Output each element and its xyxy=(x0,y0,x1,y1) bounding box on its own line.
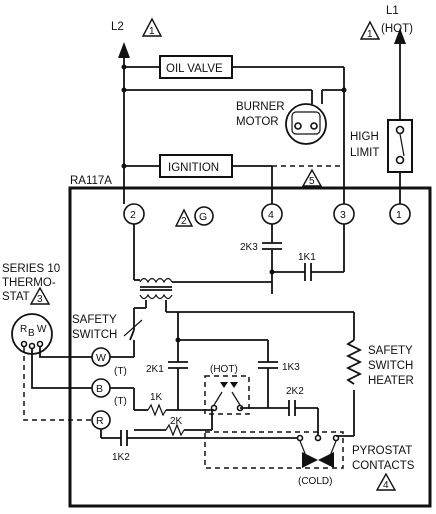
ignition-label: IGNITION xyxy=(168,162,219,174)
2k3-label: 2K3 xyxy=(240,242,258,253)
note-5-triangle-icon xyxy=(301,168,323,187)
note-1-left: 1 xyxy=(149,26,155,37)
terminal-w-t: (T) xyxy=(114,366,127,377)
hot-contact-label: (HOT) xyxy=(210,364,238,375)
note-4: 4 xyxy=(383,480,389,491)
heater-label-3: HEATER xyxy=(368,375,414,387)
high-limit-blade xyxy=(399,133,405,157)
1k1-label: 1K1 xyxy=(298,252,316,263)
ignition-junction-l2 xyxy=(121,163,127,169)
1k2-label: 1K2 xyxy=(112,452,130,463)
thermostat-b-wire xyxy=(31,349,92,389)
note-1-right: 1 xyxy=(367,29,373,40)
cold-contact-arrow-right-icon xyxy=(318,452,334,468)
terminal-4-label: 4 xyxy=(268,209,274,221)
model-label: RA117A xyxy=(70,175,112,187)
transformer-secondary-icon xyxy=(139,293,173,300)
terminal-b-label: B xyxy=(96,383,103,395)
l2-label: L2 xyxy=(111,21,124,33)
motor-terminal-a xyxy=(294,122,302,130)
hot-contact-blade-right xyxy=(231,391,241,406)
note-3: 3 xyxy=(37,294,43,305)
l1-hot-label: (HOT) xyxy=(381,23,413,35)
thermostat-label-1: SERIES 10 xyxy=(2,263,60,275)
safety-switch-heater-icon xyxy=(345,339,363,385)
high-limit-contact-bottom xyxy=(395,155,405,165)
2k-label: 2K xyxy=(170,416,183,427)
cold-contact-enclosure xyxy=(204,431,344,469)
cold-contact-terminal-a xyxy=(296,434,304,442)
terminal-1 xyxy=(389,203,411,225)
2k1-label: 2K1 xyxy=(146,364,164,375)
pyrostat-label-2: CONTACTS xyxy=(352,460,415,472)
note-5: 5 xyxy=(309,176,315,187)
note-1-left-triangle-icon xyxy=(141,17,163,37)
terminal-2-label: 2 xyxy=(130,209,136,221)
thermostat-label-3: STAT xyxy=(2,291,30,303)
note-2: 2 xyxy=(181,216,187,227)
burner-label-2: MOTOR xyxy=(236,116,279,128)
hot-contact-enclosure xyxy=(204,375,250,415)
thermostat-w-wire xyxy=(39,347,92,358)
high-limit-contact-top xyxy=(395,125,405,135)
terminal-3-label: 3 xyxy=(340,209,346,221)
1k-label: 1K xyxy=(150,392,163,403)
safety-switch-label-2: SWITCH xyxy=(72,329,117,341)
burner-label-1: BURNER xyxy=(236,101,285,113)
thermostat-r: R xyxy=(20,324,27,335)
terminal-r-label: R xyxy=(96,415,104,427)
thermostat-terminal-w xyxy=(36,340,44,348)
2k-coil-icon xyxy=(165,423,185,437)
ground-terminal-icon xyxy=(194,206,214,226)
thermostat-w: W xyxy=(37,324,47,335)
burner-motor-body xyxy=(291,111,321,135)
l1-arrow-icon xyxy=(394,28,406,44)
note-2-triangle-icon xyxy=(174,208,194,227)
l2-arrow-icon xyxy=(118,42,130,58)
motor-terminal-b xyxy=(310,122,318,130)
l1-label: L1 xyxy=(386,5,399,17)
2k2-label: 2K2 xyxy=(286,386,304,397)
cold-contact-label: (COLD) xyxy=(298,476,332,487)
motor-junction-l2 xyxy=(121,87,127,93)
heater-label-2: SWITCH xyxy=(368,360,413,372)
safety-switch-arrow xyxy=(123,319,143,337)
thermostat-terminal-r xyxy=(20,340,28,348)
note-3-triangle-icon xyxy=(29,286,51,305)
oil-valve-label: OIL VALVE xyxy=(166,63,223,75)
1k3-label: 1K3 xyxy=(282,362,300,373)
pyrostat-label-1: PYROSTAT xyxy=(352,445,412,457)
hot-contact-blade-left xyxy=(213,391,223,406)
thermostat-b: B xyxy=(28,328,35,339)
ground-label: G xyxy=(199,211,207,223)
oil-valve-junction-l2 xyxy=(121,64,127,70)
thermostat-terminal-b xyxy=(28,342,36,350)
terminal-b-t: (T) xyxy=(114,396,127,407)
1k-coil-icon xyxy=(147,403,167,417)
burner-motor-icon xyxy=(285,103,327,145)
hot-contact-arrow-left-icon xyxy=(220,382,228,388)
high-limit-label-2: LIMIT xyxy=(350,147,379,159)
note-4-triangle-icon xyxy=(375,472,397,491)
thermostat-r-wire xyxy=(23,347,92,421)
transformer-primary-icon xyxy=(139,277,173,284)
terminal-1-label: 1 xyxy=(396,209,402,221)
safety-switch-blade xyxy=(129,329,135,341)
heater-label-1: SAFETY xyxy=(368,345,413,357)
safety-switch-label-1: SAFETY xyxy=(72,314,117,326)
cold-contact-arrow-left-icon xyxy=(302,452,318,468)
cold-contact-terminal-b xyxy=(314,434,322,442)
note-1-right-triangle-icon xyxy=(359,20,381,40)
high-limit-label-1: HIGH xyxy=(350,131,379,143)
control-enclosure xyxy=(68,186,432,508)
terminal-w-label: W xyxy=(96,352,106,364)
hot-contact-arrow-right-icon xyxy=(230,382,238,388)
thermostat-label-2: THERMO- xyxy=(2,277,56,289)
